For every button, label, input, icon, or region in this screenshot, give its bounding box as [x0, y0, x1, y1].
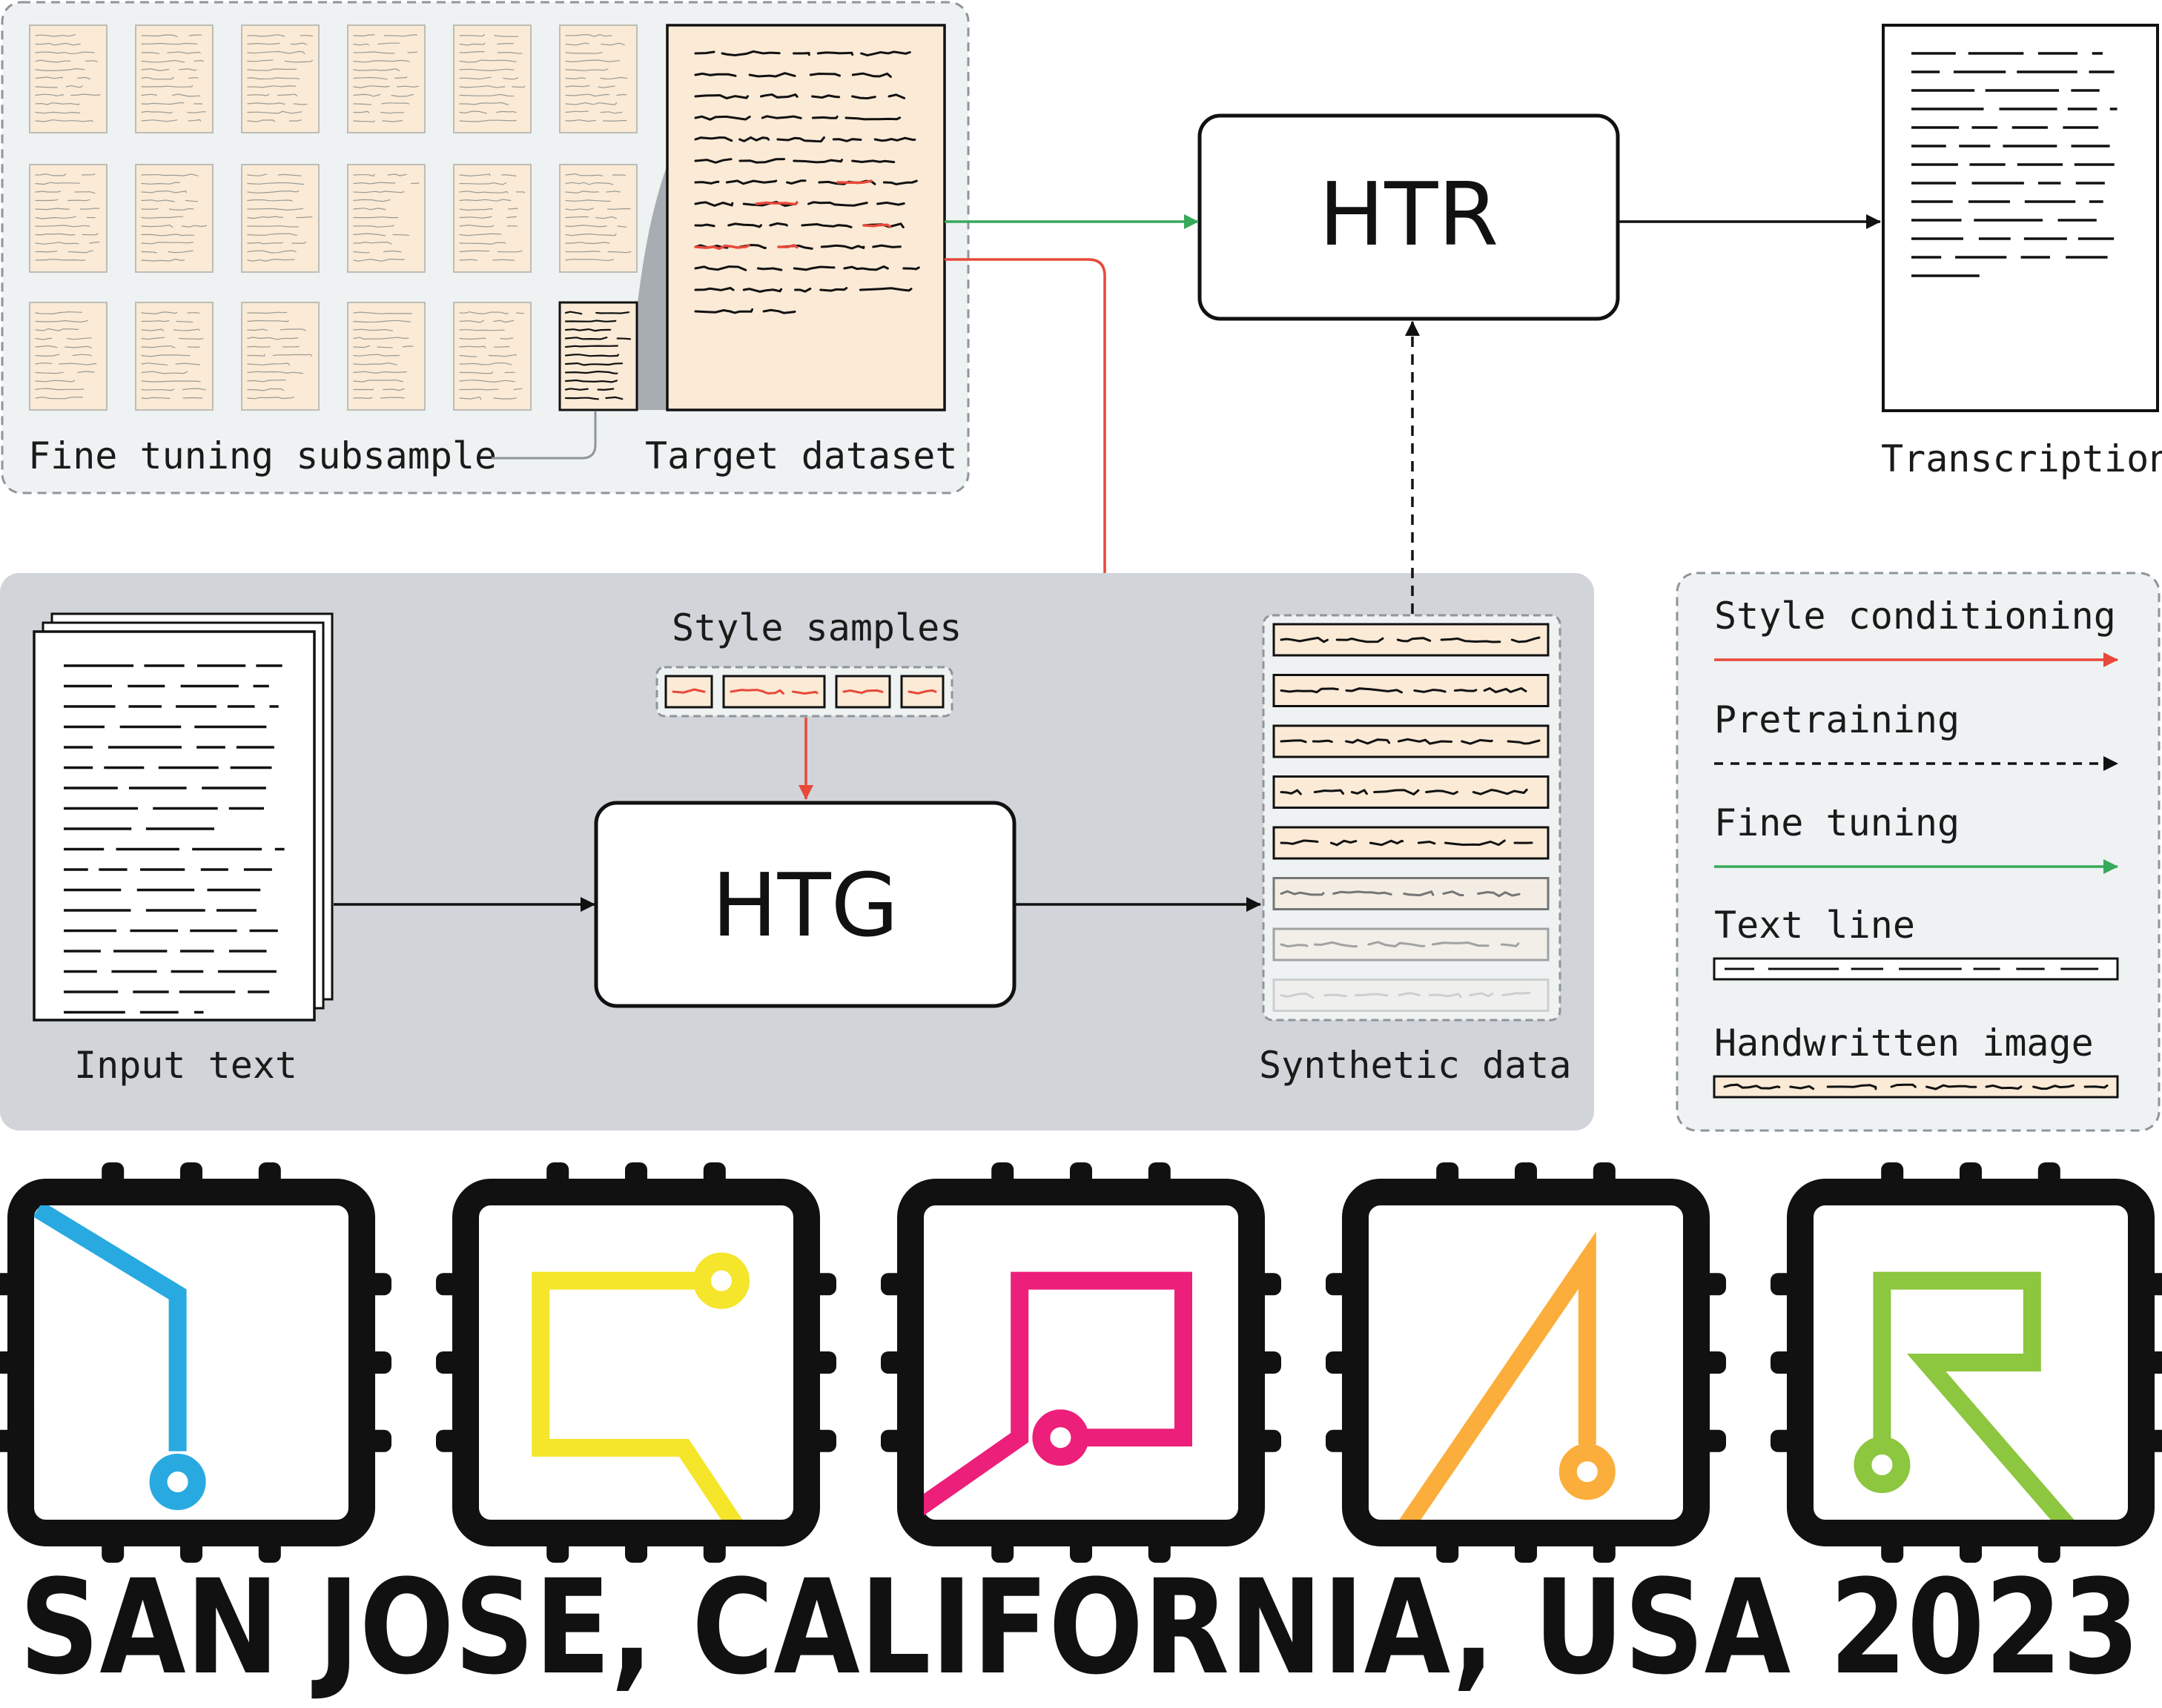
- synthetic-line: [1272, 877, 1550, 910]
- style-samples-label: Style samples: [672, 606, 962, 649]
- legend-item: Handwritten image: [1713, 1022, 2119, 1099]
- subsample-connector: [492, 411, 597, 460]
- thumbnail: [559, 24, 638, 133]
- target-dataset-label: Target dataset: [645, 434, 957, 477]
- synthetic-line: [1272, 623, 1550, 657]
- chip-letter-trace: [924, 1271, 1192, 1516]
- synthetic-data: [1262, 614, 1561, 1022]
- thumbnail: [241, 24, 320, 133]
- thumbnail: [135, 24, 214, 133]
- chip-c: [436, 1162, 836, 1563]
- legend-swatch: [1713, 957, 2119, 981]
- thumbnail: [241, 164, 320, 273]
- legend-label: Fine tuning: [1714, 801, 1960, 844]
- logo-location-text: SAN JOSE, CALIFORNIA, USA 2023: [19, 1552, 2140, 1704]
- style-sample: [722, 675, 826, 709]
- thumbnail: [29, 302, 108, 411]
- legend-swatch: [1713, 1075, 2119, 1099]
- transcription-label: Transcription: [1881, 437, 2162, 480]
- transcription-page: Transcription: [1881, 24, 2162, 480]
- chip-letter-trace: [34, 1205, 206, 1510]
- chip-r: [1771, 1162, 2162, 1563]
- synthetic-line: [1272, 775, 1550, 809]
- chip-d: [881, 1162, 1281, 1563]
- style-sample: [835, 675, 891, 709]
- thumbnail: [453, 302, 532, 411]
- synthetic-line: [1272, 724, 1550, 758]
- chip-letter-trace: [1854, 1271, 2075, 1520]
- thumbnail: [29, 164, 108, 273]
- thumbnail: [135, 164, 214, 273]
- thumbnail: [453, 24, 532, 133]
- page-thumbnails: [29, 24, 638, 411]
- conference-logo: SAN JOSE, CALIFORNIA, USA 2023: [0, 1162, 2162, 1704]
- htr-box: HTR: [1197, 113, 1620, 321]
- legend-item: Style conditioning: [1714, 595, 2118, 667]
- target-dataset-page: [666, 24, 946, 411]
- htr-label: HTR: [1319, 163, 1499, 265]
- chip-letter-trace: [532, 1252, 750, 1520]
- synthetic-line: [1272, 826, 1550, 860]
- transcription-text-lines: [1911, 52, 2118, 277]
- thumbnail: [29, 24, 108, 133]
- input-text-lines: [64, 664, 285, 1014]
- thumbnail: [241, 302, 320, 411]
- htg-box: HTG: [594, 801, 1016, 1008]
- chip-i: [0, 1162, 391, 1563]
- zoom-wedge: [638, 165, 667, 410]
- input-text-label: Input text: [74, 1044, 297, 1087]
- input-text-document: [33, 612, 334, 1022]
- fine-tuning-subsample-label: Fine tuning subsample: [28, 434, 497, 477]
- htg-panel: Input text Style samples HTG Synthetic d…: [0, 573, 1594, 1131]
- synthetic-line: [1272, 979, 1550, 1012]
- htg-label: HTG: [712, 854, 899, 956]
- thumbnail: [559, 164, 638, 273]
- legend-label: Pretraining: [1714, 698, 1960, 741]
- style-samples: [655, 666, 953, 718]
- thumbnail: [347, 24, 426, 133]
- style-sample: [900, 675, 945, 709]
- style-sample: [664, 675, 713, 709]
- thumbnail: [347, 302, 426, 411]
- legend-item: Text line: [1713, 904, 2119, 981]
- thumbnail: [135, 302, 214, 411]
- dataset-panel: Fine tuning subsample Target dataset: [1, 1, 970, 494]
- synthetic-line: [1272, 674, 1550, 707]
- legend-item: Pretraining: [1714, 698, 2118, 771]
- legend-label: Style conditioning: [1714, 595, 2116, 638]
- chip-letter-trace: [1399, 1231, 1616, 1520]
- synthetic-line: [1272, 927, 1550, 961]
- chip-a: [1326, 1162, 1726, 1563]
- legend-item: Fine tuning: [1714, 801, 2118, 874]
- highlighted-thumbnail: [558, 301, 638, 411]
- thumbnail: [453, 164, 532, 273]
- synthetic-data-label: Synthetic data: [1259, 1044, 1571, 1087]
- legend-label: Text line: [1714, 904, 1915, 947]
- thumbnail: [347, 164, 426, 273]
- legend-label: Handwritten image: [1714, 1022, 2094, 1065]
